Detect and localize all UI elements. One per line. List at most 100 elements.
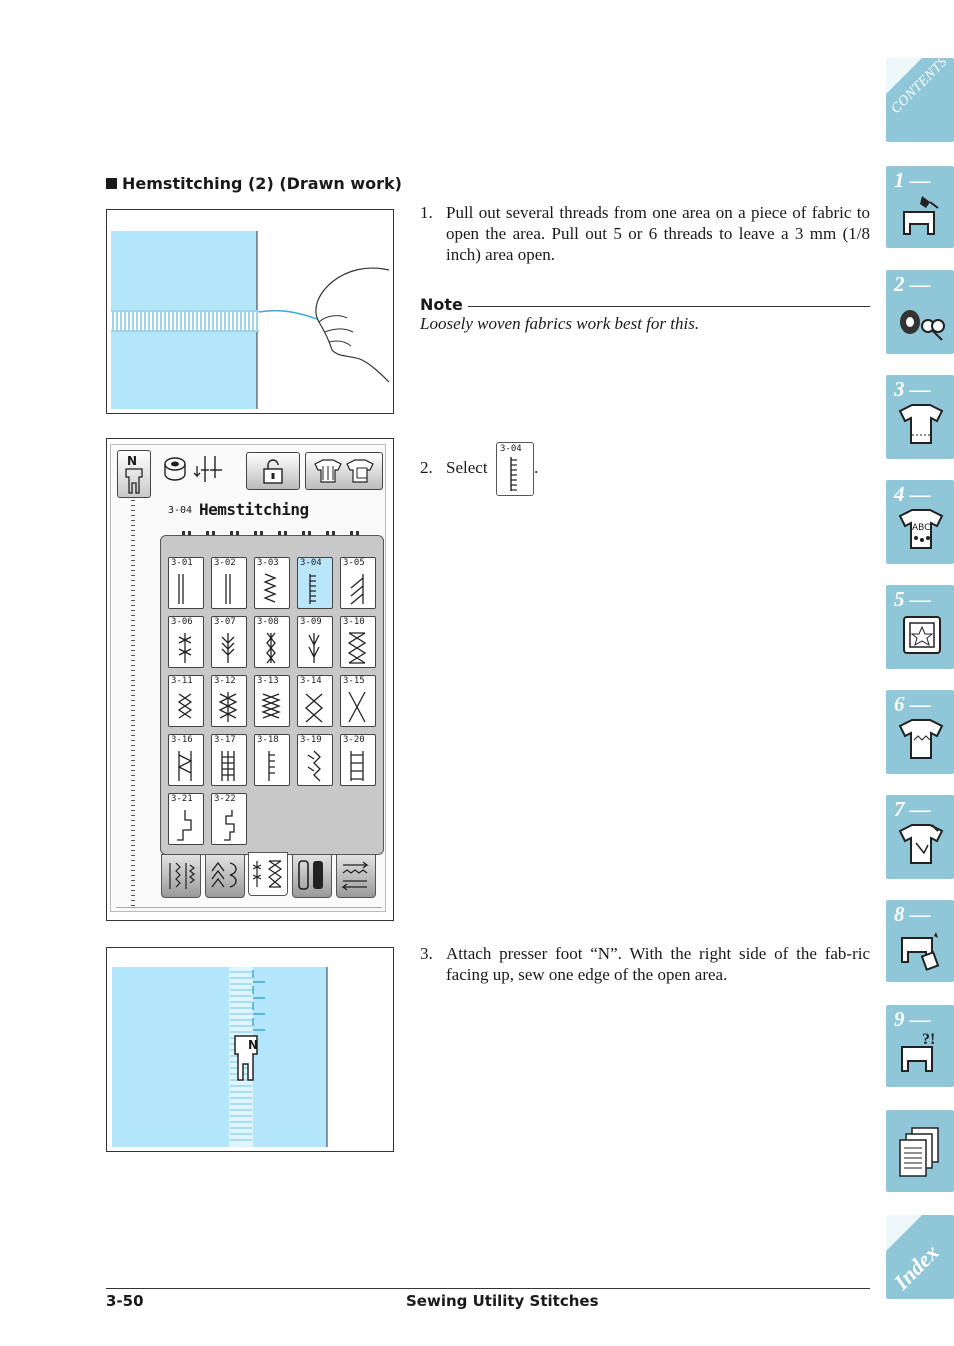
lcd-ruler [131,500,135,908]
square-bullet-icon [106,178,117,189]
stitch-pattern-icon [221,633,235,663]
stitch-key-label: 3-11 [171,676,193,686]
stitch-pattern-icon [348,691,366,723]
chapter-9-label: 9 — [894,1007,931,1031]
note-text: Loosely woven fabrics work best for this… [420,314,700,333]
presser-foot-letter: N [127,454,138,468]
pull-threads-illustration [111,231,390,409]
bobbin-needle-icon [164,456,222,482]
appendix-tab[interactable] [886,1110,954,1192]
stitch-key-3-15[interactable]: 3-15 [340,675,376,727]
step-1: 1. Pull out several threads from one are… [420,202,870,265]
stitch-key-3-22[interactable]: 3-22 [211,793,247,845]
stitch-key-label: 3-14 [300,676,322,686]
lock-button[interactable] [246,452,300,490]
category-tab-3[interactable] [248,852,288,896]
presser-foot-indicator[interactable]: N [117,450,151,498]
lcd-bottom-edge [116,907,382,908]
stitch-pattern-icon [266,632,276,664]
category-tab-2[interactable] [205,854,245,898]
stitch-pattern-icon [309,574,316,604]
section-title: Hemstitching (2) (Drawn work) [106,174,402,193]
category-tab-4[interactable] [292,854,332,898]
stitch-key-label: 3-12 [214,676,236,686]
chapter-7-label: 7 — [894,797,931,821]
ladder-stitch-icon [510,457,517,491]
figure-pull-threads [106,209,394,414]
troubleshooting-machine-icon [901,1046,933,1072]
contents-corner-icon [886,58,922,94]
stitch-key-label: 3-20 [343,735,365,745]
chapter-4-label: 4 — [894,482,931,506]
stitch-key-3-03[interactable]: 3-03 [254,557,290,609]
stitch-key-label: 3-17 [214,735,236,745]
stitch-key-3-04-icon[interactable]: 3-04 [496,442,534,496]
stitch-key-3-14[interactable]: 3-14 [297,675,333,727]
stitch-key-3-09[interactable]: 3-09 [297,616,333,668]
step-1-number: 1. [420,203,433,222]
stitch-pattern-icon [350,574,364,605]
chapter-tab-2[interactable]: 2 — [886,270,954,354]
stitch-key-3-17[interactable]: 3-17 [211,734,247,786]
category-tab-1[interactable] [161,854,201,898]
tshirt-utility-icon [898,404,944,444]
chapter-6-label: 6 — [894,692,931,716]
heirloom-stitch-tab-icon [252,860,283,888]
chapter-tab-4[interactable]: 4 — ABC [886,480,954,564]
stitch-key-3-06[interactable]: 3-06 [168,616,204,668]
multi-direction-tab-icon [341,861,369,891]
stitch-key-3-16[interactable]: 3-16 [168,734,204,786]
chapter-tab-7[interactable]: 7 — [886,795,954,879]
chapter-8-label: 8 — [894,902,931,926]
stitch-key-3-21[interactable]: 3-21 [168,793,204,845]
step-2-number: 2. [420,458,433,477]
presser-foot-icon [125,468,143,494]
stitch-key-label: 3-04 [300,558,322,568]
stitch-key-label: 3-08 [257,617,279,627]
stitch-pattern-icon [307,750,321,782]
lock-icon [263,459,283,484]
section-title-text: Hemstitching (2) (Drawn work) [122,174,402,193]
stitch-key-3-13[interactable]: 3-13 [254,675,290,727]
stitch-key-3-12[interactable]: 3-12 [211,675,247,727]
chapter-tab-6[interactable]: 6 — [886,690,954,774]
stitch-pattern-icon [261,693,281,719]
figure-sew-edge: N [106,947,394,1152]
chapter-tab-1[interactable]: 1 — [886,166,954,248]
chapter-tab-3[interactable]: 3 — [886,375,954,459]
contents-tab[interactable]: CONTENTS [886,55,954,142]
stitch-key-3-01[interactable]: 3-01 [168,557,204,609]
garment-category-button[interactable] [305,452,383,490]
stitch-key-3-20[interactable]: 3-20 [340,734,376,786]
stitch-key-label: 3-19 [300,735,322,745]
stitch-key-3-18[interactable]: 3-18 [254,734,290,786]
stitch-key-3-19[interactable]: 3-19 [297,734,333,786]
stitch-pattern-icon [177,751,193,781]
overcast-stitch-tab-icon [211,861,237,888]
stitch-key-3-05[interactable]: 3-05 [340,557,376,609]
stitch-pattern-icon [224,810,235,841]
chapter-tab-5[interactable]: 5 — [886,585,954,669]
stitch-pattern-icon [263,573,277,603]
tshirt-embroidery-edit-icon [898,719,944,759]
chapter-3-label: 3 — [894,377,931,401]
sewing-machine-setup-icon [903,196,939,235]
stitch-key-3-11[interactable]: 3-11 [168,675,204,727]
stitch-key-3-02[interactable]: 3-02 [211,557,247,609]
stitch-key-3-10[interactable]: 3-10 [340,616,376,668]
stitch-key-label: 3-16 [171,735,193,745]
step-3-text: Attach presser foot “N”. With the right … [446,944,870,984]
stitch-key-3-07[interactable]: 3-07 [211,616,247,668]
chapter-tab-9[interactable]: 9 — ?! [886,1005,954,1087]
lcd-stitch-name: Hemstitching [199,500,309,519]
chapter-tab-8[interactable]: 8 — [886,900,954,982]
tshirt-character-icon [898,509,944,549]
stitch-key-label: 3-01 [171,558,193,568]
category-tab-5[interactable] [336,854,376,898]
stitch-pattern-icon [268,751,275,781]
garment-icon [314,459,374,483]
stitch-key-3-08[interactable]: 3-08 [254,616,290,668]
stitch-key-3-04[interactable]: 3-04 [297,557,333,609]
stitch-pattern-icon [178,633,192,663]
index-tab[interactable]: Index [886,1215,954,1299]
